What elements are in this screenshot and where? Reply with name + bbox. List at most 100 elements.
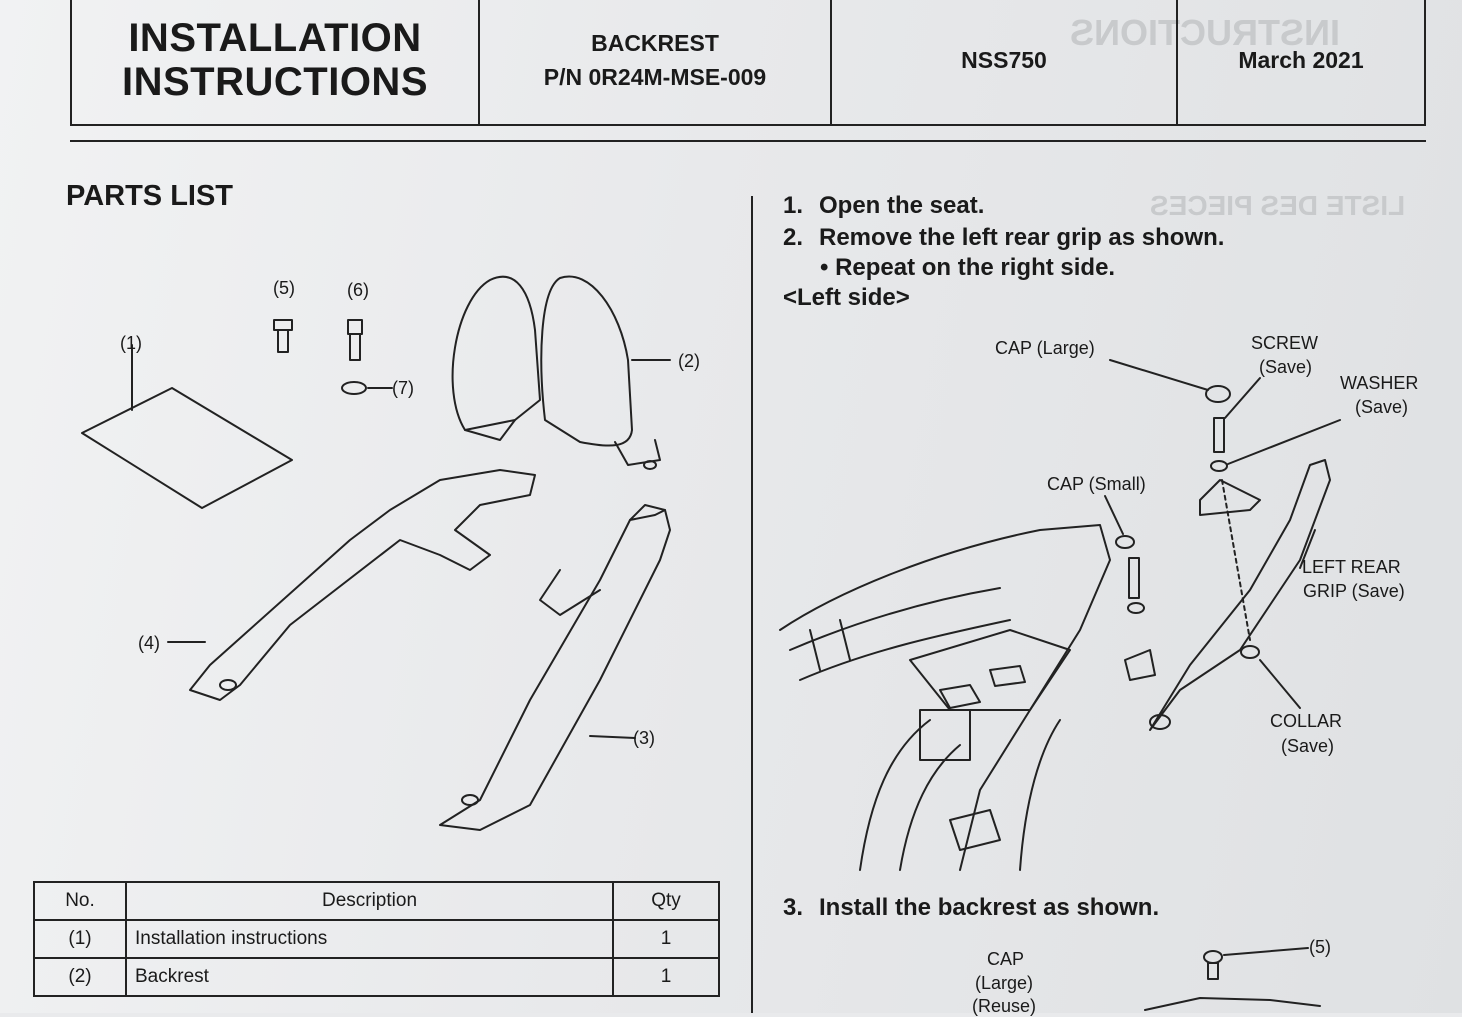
label-screw-note: (Save) xyxy=(1259,357,1313,377)
seat-frame-outline xyxy=(779,524,1111,871)
cap-small-drawing xyxy=(1115,535,1135,549)
left-rear-grip-drawing xyxy=(1149,459,1331,731)
step-2-subitem: • Repeat on the right side. xyxy=(820,254,1116,281)
step3-backrest-top xyxy=(1144,997,1321,1011)
row-no: (2) xyxy=(33,957,127,997)
label-cap-reuse-3: (Reuse) xyxy=(972,996,1037,1016)
column-divider xyxy=(751,196,753,1013)
header-bottom-rule xyxy=(70,140,1426,142)
bolt-5-shank xyxy=(277,329,289,353)
parts-table: No. Description Qty (1) Installation ins… xyxy=(33,881,720,997)
removal-illustration xyxy=(779,359,1341,871)
leader-screw xyxy=(1224,377,1261,419)
parts-table-header: No. Description Qty xyxy=(33,881,720,921)
table-row: (2) Backrest 1 xyxy=(33,957,720,997)
table-row: (1) Installation instructions 1 xyxy=(33,919,720,959)
leader-washer xyxy=(1227,419,1341,465)
label-cap-small: CAP (Small) xyxy=(1047,474,1146,494)
step3-bolt-head xyxy=(1203,950,1223,964)
step-2-text: Remove the left rear grip as shown. xyxy=(819,224,1225,251)
document-title: INSTALLATION INSTRUCTIONS xyxy=(72,0,480,124)
assembly-axis-dashed xyxy=(1221,479,1251,641)
label-washer-note: (Save) xyxy=(1355,397,1409,417)
model-cell: NSS750 xyxy=(832,0,1178,124)
label-cap-reuse-2: (Large) xyxy=(975,973,1034,993)
step-2: 2. Remove the left rear grip as shown. xyxy=(783,224,1224,252)
label-washer: WASHER xyxy=(1340,373,1419,393)
step3-bolt-shank xyxy=(1207,962,1219,980)
step-3: 3. Install the backrest as shown. xyxy=(783,894,1159,922)
bleed-through-text: LISTE DES PIECES xyxy=(1150,190,1406,221)
row-no: (1) xyxy=(33,919,127,959)
label-cap-reuse-1: CAP xyxy=(987,949,1025,969)
left-grip-drawing xyxy=(189,469,536,701)
frame-tubes xyxy=(859,719,1061,871)
part-cell: BACKREST P/N 0R24M-MSE-009 xyxy=(480,0,832,124)
label-left-rear-grip: LEFT REAR xyxy=(1302,557,1401,577)
right-grip-drawing xyxy=(439,504,671,831)
row-description: Installation instructions xyxy=(125,919,614,959)
washer-drawing xyxy=(1210,460,1228,472)
step-3-text: Install the backrest as shown. xyxy=(819,894,1160,921)
instructions-sheet-drawing xyxy=(81,387,293,509)
callout-7: (7) xyxy=(392,378,414,398)
cap-small-screw xyxy=(1128,557,1140,599)
step-2-number: 2. xyxy=(783,224,804,251)
label-collar-note: (Save) xyxy=(1281,736,1335,756)
parts-list-title: PARTS LIST xyxy=(66,180,234,212)
title-line-1: INSTALLATION xyxy=(128,16,422,60)
right-grip-bracket xyxy=(539,569,601,616)
backrest-base xyxy=(464,419,516,441)
row-description: Backrest xyxy=(125,957,614,997)
right-grip-hole xyxy=(461,794,479,806)
leader-grip xyxy=(1299,529,1316,569)
label-left-rear-grip-2: GRIP (Save) xyxy=(1303,581,1405,601)
grip-foot xyxy=(1124,649,1156,681)
callout-2: (2) xyxy=(678,351,700,371)
collar-drawing xyxy=(1240,645,1260,659)
row-qty: 1 xyxy=(612,957,720,997)
frame-slots xyxy=(939,665,1026,709)
callout-5: (5) xyxy=(273,278,295,298)
callout-3: (3) xyxy=(633,728,655,748)
seat-frame-rails xyxy=(789,587,1011,681)
leader-step3-5 xyxy=(1223,947,1309,956)
right-grip-top xyxy=(629,509,666,521)
col-no: No. xyxy=(33,881,127,921)
backrest-pad xyxy=(540,275,633,447)
date-cell: March 2021 xyxy=(1238,46,1364,73)
callout-4: (4) xyxy=(138,633,160,653)
label-screw: SCREW xyxy=(1251,333,1318,353)
leader-collar xyxy=(1259,659,1301,709)
washer-7 xyxy=(341,381,367,395)
label-collar: COLLAR xyxy=(1270,711,1343,731)
part-number: P/N 0R24M-MSE-009 xyxy=(543,64,767,90)
bolt-6-shank xyxy=(349,333,361,361)
backrest-bolt-hole xyxy=(643,460,657,470)
step-1-text: Open the seat. xyxy=(819,192,985,219)
lower-bracket xyxy=(949,809,1001,851)
row-qty: 1 xyxy=(612,919,720,959)
leader-cap-small xyxy=(1104,495,1124,535)
screw-drawing xyxy=(1213,417,1225,453)
step-1: 1.Open the seat. xyxy=(783,192,984,220)
left-grip-hole xyxy=(219,679,237,691)
header-table: INSTALLATION INSTRUCTIONS BACKREST P/N 0… xyxy=(70,0,1426,126)
leader-3 xyxy=(589,735,636,739)
col-qty: Qty xyxy=(612,881,720,921)
step-3-number: 3. xyxy=(783,894,804,921)
callout-1: (1) xyxy=(120,333,142,353)
backrest-pad-rear xyxy=(451,275,541,431)
bolt-5-head xyxy=(273,319,293,331)
leader-cap-large xyxy=(1109,359,1209,391)
left-side-heading: <Left side> xyxy=(783,284,910,311)
parts-illustration xyxy=(81,275,671,831)
seat-latch xyxy=(909,629,1071,711)
label-cap-large: CAP (Large) xyxy=(995,338,1095,358)
grip-bracket xyxy=(1199,479,1261,516)
label-callout-5-step3: (5) xyxy=(1309,937,1331,957)
frame-bracket xyxy=(919,709,971,761)
part-name: BACKREST xyxy=(591,30,719,56)
cap-large-drawing xyxy=(1205,385,1231,403)
